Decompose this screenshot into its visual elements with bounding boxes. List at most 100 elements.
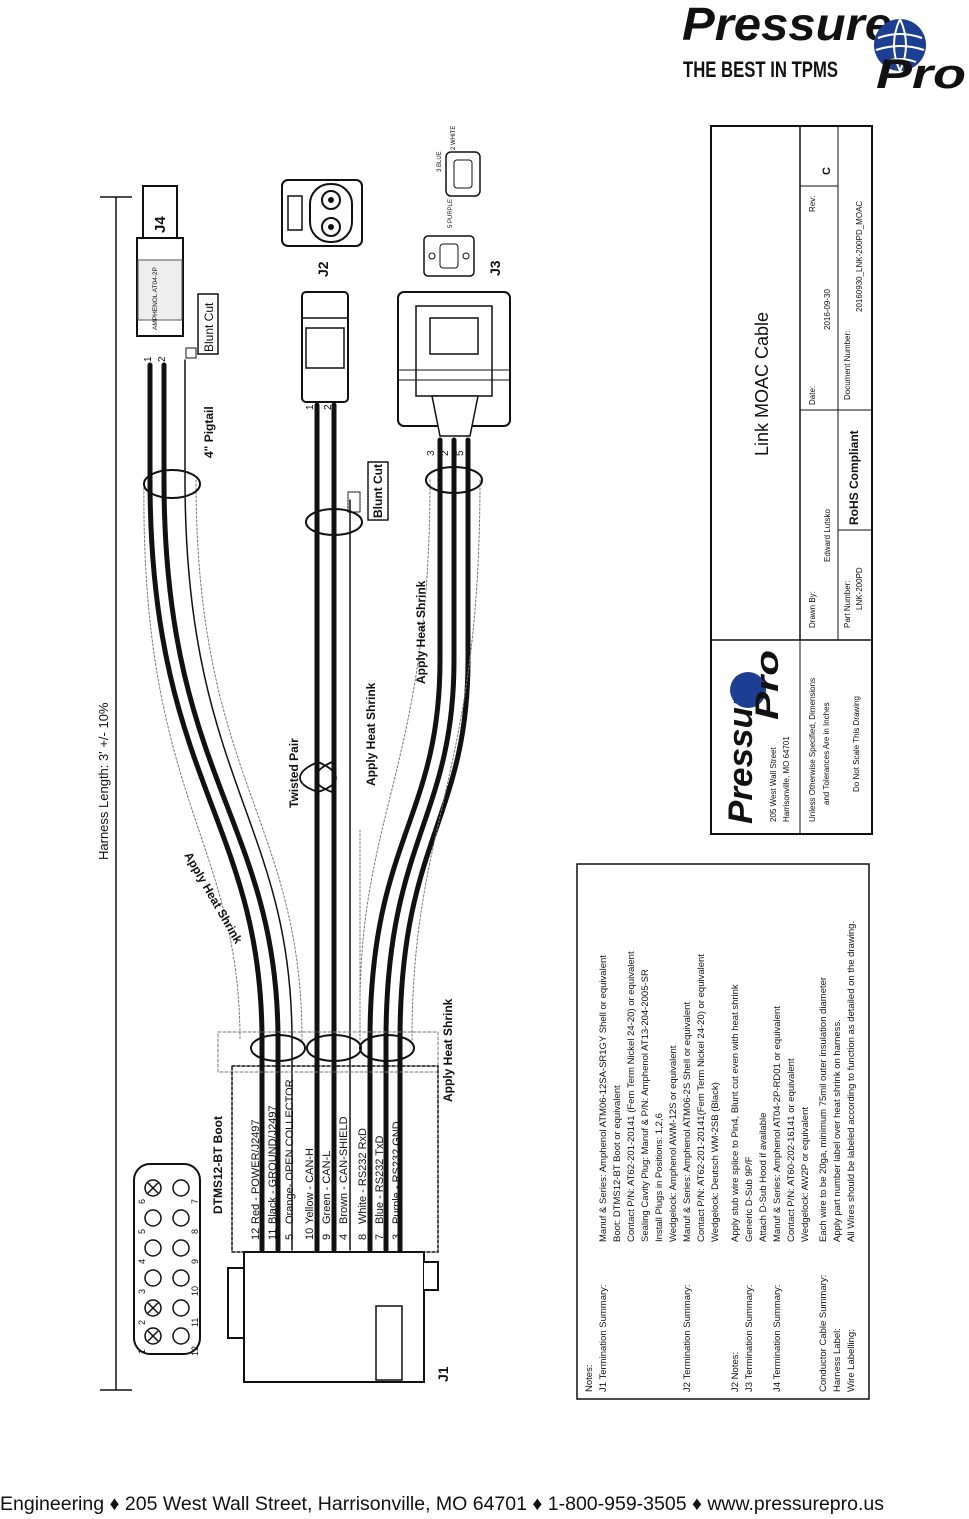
j4-pin-1: 1 xyxy=(143,356,154,362)
wire-label-7: Blue - RS232 TxD xyxy=(374,1135,386,1224)
rev-value: C xyxy=(821,167,833,175)
j2-blunt-cut-label: Blunt Cut xyxy=(371,464,385,518)
svg-text:2: 2 xyxy=(137,1320,147,1325)
wire-pin-12: 12 xyxy=(250,1228,262,1240)
diamond-icon: ♦ xyxy=(109,1493,120,1515)
note-line: Attach D-Sub Hood if available xyxy=(758,1113,769,1242)
title-block-address-1: 205 West Wall Street xyxy=(769,747,778,822)
notes-box xyxy=(576,863,870,1400)
drawing-title: Link MOAC Cable xyxy=(752,312,772,456)
title-block-logo-pro: Pro xyxy=(749,650,785,720)
wire-label-list: 12 Red - POWER/J2497 11 Black - GROUND/J… xyxy=(250,1079,403,1240)
notes-title: Notes: xyxy=(584,1365,595,1392)
note-label-harness: Harness Label: xyxy=(832,1328,843,1392)
note-line: Wedgelock: Amphenol AWM-12S or equivalen… xyxy=(668,1045,679,1242)
j4-blunt-cut-label: Blunt Cut xyxy=(202,302,216,352)
footer-phone: 1-800-959-3505 xyxy=(547,1493,687,1515)
j2-connector: J2 1 2 xyxy=(281,179,363,410)
date-value: 2016-09-30 xyxy=(823,289,832,330)
wire-label-12: Red - POWER/J2497 xyxy=(250,1119,262,1224)
wire-pin-7: 7 xyxy=(374,1234,386,1240)
wire-bundles xyxy=(143,359,483,1253)
j2-label: J2 xyxy=(315,261,331,277)
harness-length-dimension: Harness Length: 3' +/- 10% xyxy=(96,196,132,1391)
note-line: Apply part number label over heat shrink… xyxy=(832,1019,843,1242)
note-line: Boot: DTMS12-BT Boot or equivalent xyxy=(612,1085,623,1242)
apply-heat-shrink-label-4: Apply Heat Shrink xyxy=(441,998,455,1102)
tolerance-line-2: and Tolerances Are in Inches xyxy=(822,702,831,805)
logo-wordmark-pressure: Pressure xyxy=(682,0,892,50)
note-line: Contact P/N: AT62-201-20141(Fem Term Nic… xyxy=(696,954,707,1242)
note-line: Apply stub wire splice to Pin4, Blunt cu… xyxy=(730,984,741,1242)
svg-text:3: 3 xyxy=(137,1289,147,1294)
note-label-j1: J1 Termination Summary: xyxy=(598,1284,609,1392)
j4-pin-2: 2 xyxy=(157,356,168,362)
drawn-by-label: Drawn By: xyxy=(808,591,817,628)
harness-length-label: Harness Length: 3' +/- 10% xyxy=(96,702,111,860)
do-not-scale: Do Not Scale This Drawing xyxy=(852,696,861,792)
footer-dept: Engineering xyxy=(0,1493,105,1515)
tolerance-line-1: Unless Otherwise Specified, Dimensions xyxy=(808,678,817,822)
j3-pin-3: 3 xyxy=(426,450,437,456)
wire-pin-9: 9 xyxy=(321,1234,333,1240)
wire-label-10: Yellow - CAN-H xyxy=(304,1148,316,1224)
note-label-j4: J4 Termination Summary: xyxy=(772,1284,783,1392)
svg-text:10: 10 xyxy=(190,1286,200,1296)
rev-label: Rev: xyxy=(808,196,817,212)
j2-pin-2: 2 xyxy=(323,404,334,410)
wire-pin-8: 8 xyxy=(357,1234,369,1240)
title-block: Pressure Pro 205 West Wall Street Harris… xyxy=(710,125,873,835)
j2-pin-1: 1 xyxy=(305,404,316,410)
page-footer: Engineering ♦ 205 West Wall Street, Harr… xyxy=(0,1493,969,1519)
title-block-address-2: Harrisonville, MO 64701 xyxy=(782,736,791,822)
note-line: Each wire to be 20ga, minimum 75mil oute… xyxy=(818,977,829,1242)
svg-text:4: 4 xyxy=(137,1259,147,1264)
note-line: Wedgelock: Deutsch WM-2SB (Black) xyxy=(710,1082,721,1242)
wire-label-11: Black - GROUND/J2497 xyxy=(267,1105,279,1224)
notes: Notes: J1 Termination Summary: Manuf & S… xyxy=(584,921,857,1392)
diamond-icon: ♦ xyxy=(532,1493,543,1515)
logo-wordmark-pro: Pro xyxy=(876,50,966,97)
wire-label-5: Orange- OPEN COLLECTOR xyxy=(284,1079,296,1224)
j1-label: J1 xyxy=(435,1366,451,1382)
j4-part-label: AMPHENOL AT04-2P xyxy=(152,267,159,330)
apply-heat-shrink-label-2: Apply Heat Shrink xyxy=(364,682,378,786)
j3-pin-2: 2 xyxy=(440,450,451,456)
wire-pin-5: 5 xyxy=(284,1234,296,1240)
note-line: Manuf & Series: Amphenol ATM06-2S Shell … xyxy=(682,1002,693,1242)
j1-pin-numbers: 1 2 3 4 5 6 12 11 10 9 8 7 xyxy=(137,1199,200,1356)
apply-heat-shrink-label-1: Apply Heat Shrink xyxy=(181,850,245,947)
svg-text:1: 1 xyxy=(137,1349,147,1354)
footer-website-link[interactable]: www.pressurepro.us xyxy=(707,1493,884,1515)
document-number-value: 20160930_LNK-200PD_MOAC xyxy=(855,201,864,312)
wire-pin-11: 11 xyxy=(267,1229,279,1240)
twisted-pair-label: Twisted Pair xyxy=(287,738,301,808)
j3-label: J3 xyxy=(487,260,503,276)
document-number-label: Document Number: xyxy=(843,331,852,400)
drawn-by-value: Edward Lutsko xyxy=(823,509,832,562)
j1-connector: J1 xyxy=(227,1251,451,1383)
diamond-icon: ♦ xyxy=(691,1493,702,1515)
j3-pin-label-white: 2 WHITE xyxy=(451,126,457,150)
brand-logo: Pressure Pro THE BEST IN TPMS xyxy=(682,0,966,97)
svg-text:12: 12 xyxy=(190,1346,200,1356)
j4-label: J4 xyxy=(152,216,169,233)
j3-connector: 3 BLUE 2 WHITE 5 PURPLE J3 3 2 5 xyxy=(397,126,511,456)
j3-pin-label-purple: 5 PURPLE xyxy=(448,199,454,228)
note-line: Generic D-Sub 9P/F xyxy=(744,1156,755,1242)
date-label: Date: xyxy=(808,386,817,405)
logo-tagline: THE BEST IN TPMS xyxy=(683,57,838,82)
j3-pin-label-blue: 3 BLUE xyxy=(437,151,443,172)
note-label-j2-notes: J2 Notes: xyxy=(730,1352,741,1392)
j1-pin-face: 1 2 3 4 5 6 12 11 10 9 8 7 xyxy=(133,1163,201,1356)
wire-pin-3: 3 xyxy=(391,1234,403,1240)
note-line: Contact P/N: AT60-202-16141 or equivalen… xyxy=(786,1058,797,1242)
footer-address: 205 West Wall Street, Harrisonville, MO … xyxy=(124,1493,527,1515)
wire-pin-10: 10 xyxy=(304,1228,316,1240)
apply-heat-shrink-label-3: Apply Heat Shrink xyxy=(414,580,428,684)
note-label-conductor: Conductor Cable Summary: xyxy=(818,1275,829,1392)
boot-label: DTMS12-BT Boot xyxy=(211,1116,225,1214)
part-number-value: LNK-200PD xyxy=(855,567,864,610)
j3-pin-5: 5 xyxy=(455,450,466,456)
note-line: Wedgelock: AW2P or equivalent xyxy=(800,1107,811,1242)
